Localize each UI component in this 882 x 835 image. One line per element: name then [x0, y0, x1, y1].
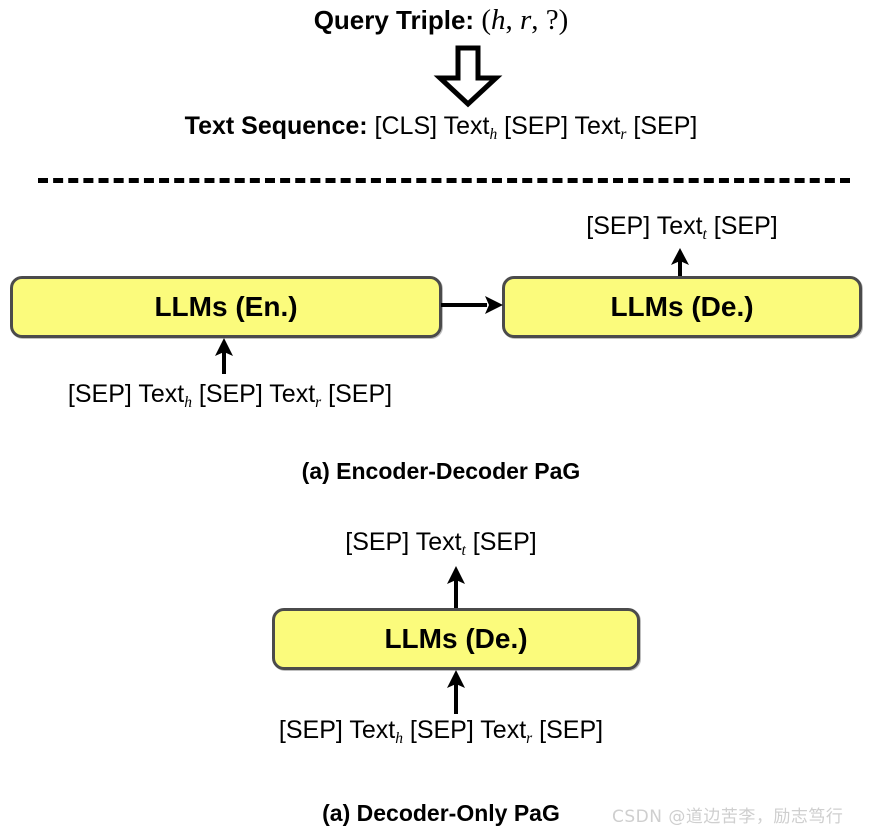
- sep-token-2: [SEP]: [626, 112, 698, 140]
- panel-b-input-sep-open: [SEP]: [278, 716, 350, 744]
- cls-token: [CLS]: [374, 112, 444, 140]
- sep-token-1: [SEP]: [497, 112, 575, 140]
- panel-b-input-sub-r: r: [526, 730, 533, 748]
- panel-a-input-sep-open: [SEP]: [67, 380, 139, 408]
- panel-b-input-label: [SEP] Texth [SEP] Textr [SEP]: [0, 716, 882, 748]
- llm-encoder-box[interactable]: LLMs (En.): [10, 276, 442, 338]
- query-triple-formula: (h, r, ?): [481, 4, 569, 36]
- encoder-to-decoder-arrow: [441, 292, 505, 323]
- panel-b-output-sep-open: [SEP]: [345, 528, 416, 556]
- panel-a-output-sep-open: [SEP]: [586, 212, 657, 240]
- llm-decoder-box[interactable]: LLMs (De.): [502, 276, 862, 338]
- panel-b-input-arrow: [442, 670, 470, 719]
- panel-a-output-sep-close: [SEP]: [706, 212, 778, 240]
- panel-b-caption: (a) Decoder-Only PaG: [322, 800, 560, 826]
- text-sequence-row: Text Sequence: [CLS] Texth [SEP] Textr […: [0, 112, 882, 144]
- panel-b-output-sep-close: [SEP]: [465, 528, 537, 556]
- panel-a-output-label: [SEP] Textt [SEP]: [502, 212, 862, 244]
- down-block-arrow-icon: [433, 45, 503, 113]
- panel-b-input-text-h: Text: [349, 716, 396, 744]
- csdn-watermark: CSDN @道边苦李，励志笃行: [612, 807, 844, 827]
- llm-decoder-only-box[interactable]: LLMs (De.): [272, 608, 640, 670]
- panel-b-input-sub-h: h: [395, 730, 403, 748]
- panel-b-output-text: Text: [415, 528, 462, 556]
- text-r-subscript: r: [620, 126, 627, 144]
- panel-a-input-sub-r: r: [315, 394, 322, 412]
- llm-decoder-only-label: LLMs (De.): [384, 623, 528, 654]
- panel-b-output-arrow: [442, 566, 470, 615]
- text-h-token: Text: [443, 112, 490, 140]
- text-r-token: Text: [574, 112, 621, 140]
- text-sequence-value: [CLS] Texth [SEP] Textr [SEP]: [374, 112, 698, 144]
- panel-b-input-sep-mid: [SEP]: [402, 716, 481, 744]
- section-divider: [38, 178, 850, 183]
- panel-a-input-sep-close: [SEP]: [321, 380, 393, 408]
- text-h-subscript: h: [489, 126, 498, 144]
- query-triple-row: Query Triple: (h, r, ?): [0, 4, 882, 37]
- text-sequence-label: Text Sequence:: [184, 112, 368, 140]
- panel-b-input-sep-close: [SEP]: [532, 716, 604, 744]
- panel-b-output-subscript: t: [461, 542, 466, 560]
- panel-b-input-text-r: Text: [480, 716, 527, 744]
- panel-a-input-sub-h: h: [184, 394, 192, 412]
- llm-decoder-label: LLMs (De.): [610, 291, 754, 322]
- panel-a-input-sep-mid: [SEP]: [191, 380, 270, 408]
- llm-encoder-label: LLMs (En.): [154, 291, 298, 322]
- panel-a-input-arrow: [210, 338, 238, 379]
- panel-a-input-label: [SEP] Texth [SEP] Textr [SEP]: [0, 380, 460, 412]
- panel-a-output-subscript: t: [702, 226, 707, 244]
- panel-a-caption: (a) Encoder-Decoder PaG: [301, 458, 581, 484]
- panel-a-output-text: Text: [656, 212, 703, 240]
- panel-a-input-text-r: Text: [269, 380, 316, 408]
- query-triple-label: Query Triple:: [313, 5, 475, 35]
- panel-b-output-label: [SEP] Textt [SEP]: [0, 528, 882, 560]
- panel-a-input-text-h: Text: [138, 380, 185, 408]
